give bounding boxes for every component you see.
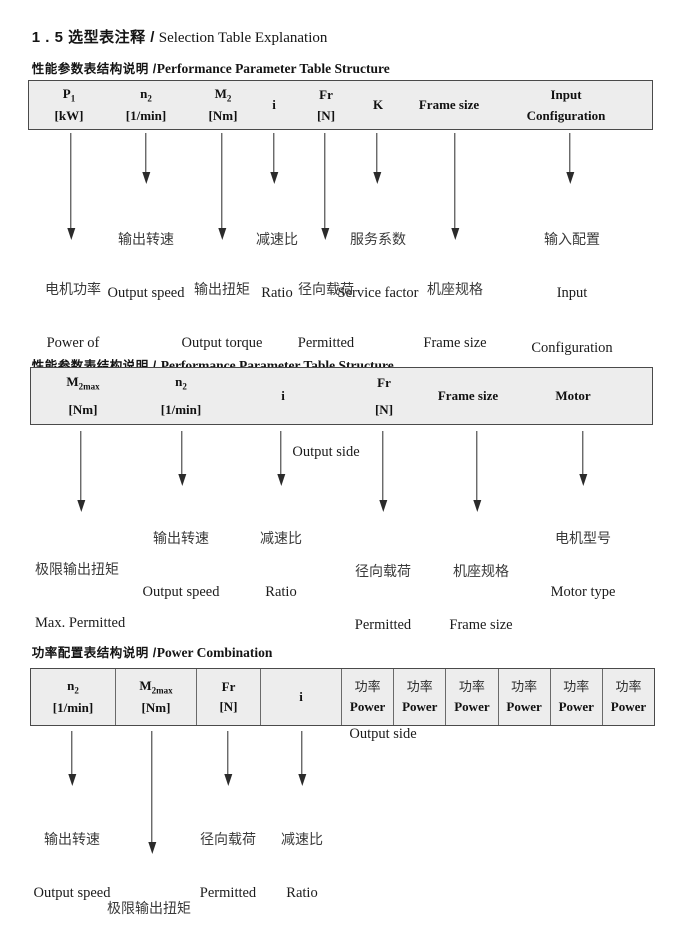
section1-heading-en: Performance Parameter Table Structure (156, 61, 390, 76)
col-header-power-4: 功率 Power (499, 669, 551, 725)
callout-max-output-torque: 极限输出扭矩 Max. Permitted Output torque (107, 900, 191, 916)
page-title-zh: 1 . 5 选型表注释 / (31, 29, 155, 46)
arrow-m2 (221, 133, 223, 228)
arrow-p1 (70, 133, 72, 228)
arrow-fr (227, 731, 229, 774)
col-header-m2: M2 [Nm] (208, 85, 238, 124)
col-header-power-6: 功率 Power (610, 679, 647, 714)
section3-heading-en: Power Combination (156, 645, 273, 660)
col-header-m2max: M2max [Nm] (66, 373, 100, 418)
arrow-m2max (151, 731, 153, 842)
arrow-frame-size (454, 133, 456, 228)
callout-service-factor: 服务系数 Service factor (337, 231, 419, 301)
col-header-i: i (281, 388, 285, 403)
callout-output-speed: 输出转速 Output speed (107, 231, 185, 301)
col-header-i: i (261, 669, 342, 725)
callout-overhung-load: 径向载荷 Permitted Overhung load Output side (340, 563, 427, 742)
col-header-fr: Fr [N] (374, 374, 394, 417)
col-header-fr: Fr [N] (316, 86, 336, 123)
callout-frame-size: 机座规格 Frame size (423, 281, 487, 351)
arrow-n2 (181, 431, 183, 474)
section1-heading: 性能参数表结构说明 /Performance Parameter Table S… (14, 40, 390, 96)
callout-ratio: 减速比 Ratio (281, 831, 323, 901)
callout-output-speed: 输出转速 Output speed (33, 831, 111, 901)
arrow-fr (382, 431, 384, 500)
arrow-m2max (80, 431, 82, 500)
col-header-power-2: 功率 Power (394, 669, 447, 725)
col-header-n2: n2 [1/min] (160, 373, 202, 418)
col-header-p1: P1 [kW] (54, 85, 84, 124)
arrow-fr (324, 133, 326, 228)
col-header-frame-size: Frame size (418, 97, 480, 112)
arrow-n2 (145, 133, 147, 172)
callout-ratio: 减速比 Ratio (256, 231, 298, 301)
col-header-n2: n2 [1/min] (31, 669, 116, 725)
page-title: 1 . 5 选型表注释 / Selection Table Explanatio… (14, 8, 328, 65)
col-header-m2max: M2max [Nm] (116, 669, 197, 725)
arrow-frame-size (476, 431, 478, 500)
col-header-motor: Motor (555, 388, 591, 403)
arrow-motor (582, 431, 584, 474)
col-header-n2: n2 [1/min] (125, 85, 167, 124)
arrow-input-configuration (569, 133, 571, 172)
section3-heading: 功率配置表结构说明 /Power Combination (14, 624, 273, 680)
col-header-input-configuration: Input Configuration (526, 86, 606, 123)
col-header-fr: Fr [N] (197, 669, 261, 725)
callout-input-configuration: 输入配置 Input Configuration (531, 231, 613, 356)
col-header-k: K (372, 97, 384, 112)
arrow-i (273, 133, 275, 172)
performance-table-1: P1 [kW] n2 [1/min] M2 [Nm] i Fr [N] K Fr… (28, 80, 653, 130)
callout-frame-size: 机座规格 Frame size (449, 563, 513, 633)
section1-heading-zh: 性能参数表结构说明 / (31, 62, 157, 76)
performance-table-2: M2max [Nm] n2 [1/min] i Fr [N] Frame siz… (30, 367, 653, 425)
col-header-power-5: 功率 Power (551, 669, 603, 725)
page-title-en: Selection Table Explanation (154, 30, 328, 46)
col-header-i: i (272, 97, 276, 112)
callout-output-speed: 输出转速 Output speed (142, 530, 220, 600)
col-header-power-3: 功率 Power (446, 669, 499, 725)
arrow-i (280, 431, 282, 474)
callout-overhung-load: 径向载荷 Permitted Overhung load Output side (199, 831, 257, 901)
callout-motor-type: 电机型号 Motor type (550, 530, 616, 600)
arrow-k (376, 133, 378, 172)
arrow-n2 (71, 731, 73, 774)
power-combination-table: n2 [1/min] M2max [Nm] Fr [N] i 功率 Power … (30, 668, 655, 726)
col-header-power-1: 功率 Power (342, 669, 395, 725)
callout-ratio: 减速比 Ratio (260, 530, 302, 600)
section3-heading-zh: 功率配置表结构说明 / (31, 646, 157, 660)
arrow-i (301, 731, 303, 774)
col-header-frame-size: Frame size (437, 388, 499, 403)
callout-output-torque: 输出扭矩 Output torque (181, 281, 263, 351)
